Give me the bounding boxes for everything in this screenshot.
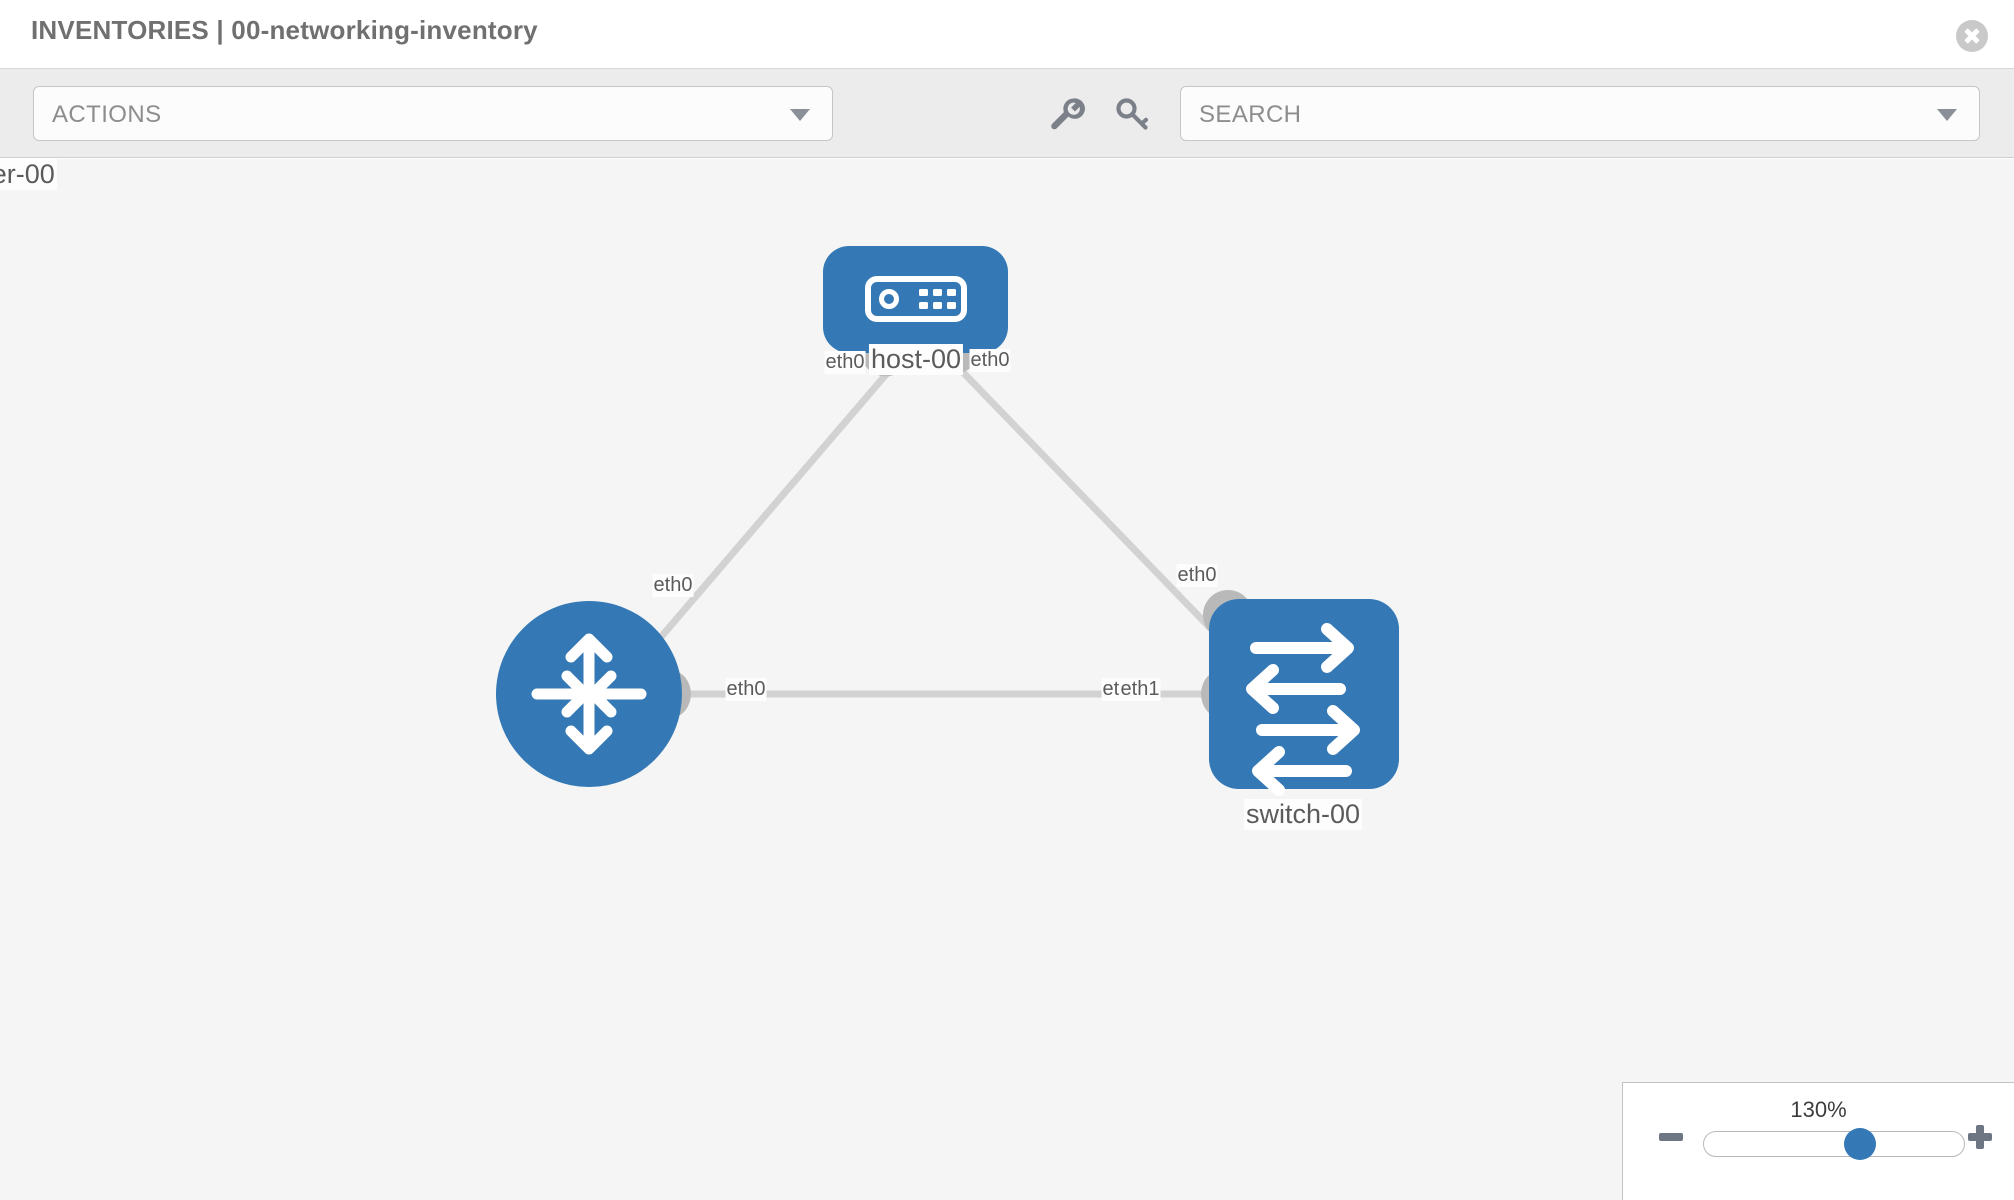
toolbar: ACTIONS SEARCH xyxy=(0,69,2014,158)
breadcrumb: INVENTORIES | 00-networking-inventory xyxy=(31,15,538,45)
actions-dropdown[interactable]: ACTIONS xyxy=(33,86,833,141)
zoom-control-panel: 130% xyxy=(1622,1082,2014,1200)
iface-label-host-eth0-right: eth0 xyxy=(969,349,1011,372)
search-input[interactable]: SEARCH xyxy=(1180,86,1980,141)
iface-label-switch-eth1: eth1 xyxy=(1119,678,1161,701)
node-router-00[interactable] xyxy=(496,601,682,787)
link-host-switch xyxy=(952,361,1248,667)
switch-arrows-icon xyxy=(1246,623,1360,796)
node-label-host-00: host-00 xyxy=(868,344,964,375)
zoom-out-button[interactable] xyxy=(1659,1133,1683,1141)
node-host-00[interactable] xyxy=(823,246,1008,353)
link-layer xyxy=(622,361,1248,698)
router-arrows-icon xyxy=(531,633,647,755)
node-label-switch-00: switch-00 xyxy=(1243,799,1363,830)
link-host-router xyxy=(622,361,898,682)
wrench-icon[interactable] xyxy=(1043,91,1087,135)
chevron-down-icon xyxy=(790,108,810,121)
topology-canvas[interactable]: eth0 eth0 eth0 eth0 eth0 eth0 eth1 host-… xyxy=(0,159,2014,1200)
iface-label-router-eth0-up: eth0 xyxy=(652,574,694,597)
iface-label-router-eth0-right: eth0 xyxy=(725,678,767,701)
page-header: INVENTORIES | 00-networking-inventory xyxy=(0,0,2014,69)
close-icon[interactable] xyxy=(1956,20,1988,52)
actions-dropdown-label: ACTIONS xyxy=(52,101,162,128)
port-layer xyxy=(649,324,1253,718)
node-switch-00[interactable] xyxy=(1209,599,1399,796)
iface-label-host-eth0-left: eth0 xyxy=(824,351,866,374)
node-label-router-00: router-00 xyxy=(0,159,57,190)
zoom-in-button[interactable] xyxy=(1968,1125,1992,1149)
zoom-slider-thumb[interactable] xyxy=(1844,1128,1876,1160)
zoom-slider[interactable] xyxy=(1703,1128,1965,1160)
iface-label-switch-eth0-up: eth0 xyxy=(1176,564,1218,587)
chevron-down-icon[interactable] xyxy=(1937,108,1957,121)
server-icon xyxy=(865,276,967,322)
search-placeholder: SEARCH xyxy=(1199,101,1302,128)
topology-graph xyxy=(496,246,1399,796)
zoom-level-value: 130% xyxy=(1790,1097,1847,1122)
key-icon[interactable] xyxy=(1110,91,1154,135)
